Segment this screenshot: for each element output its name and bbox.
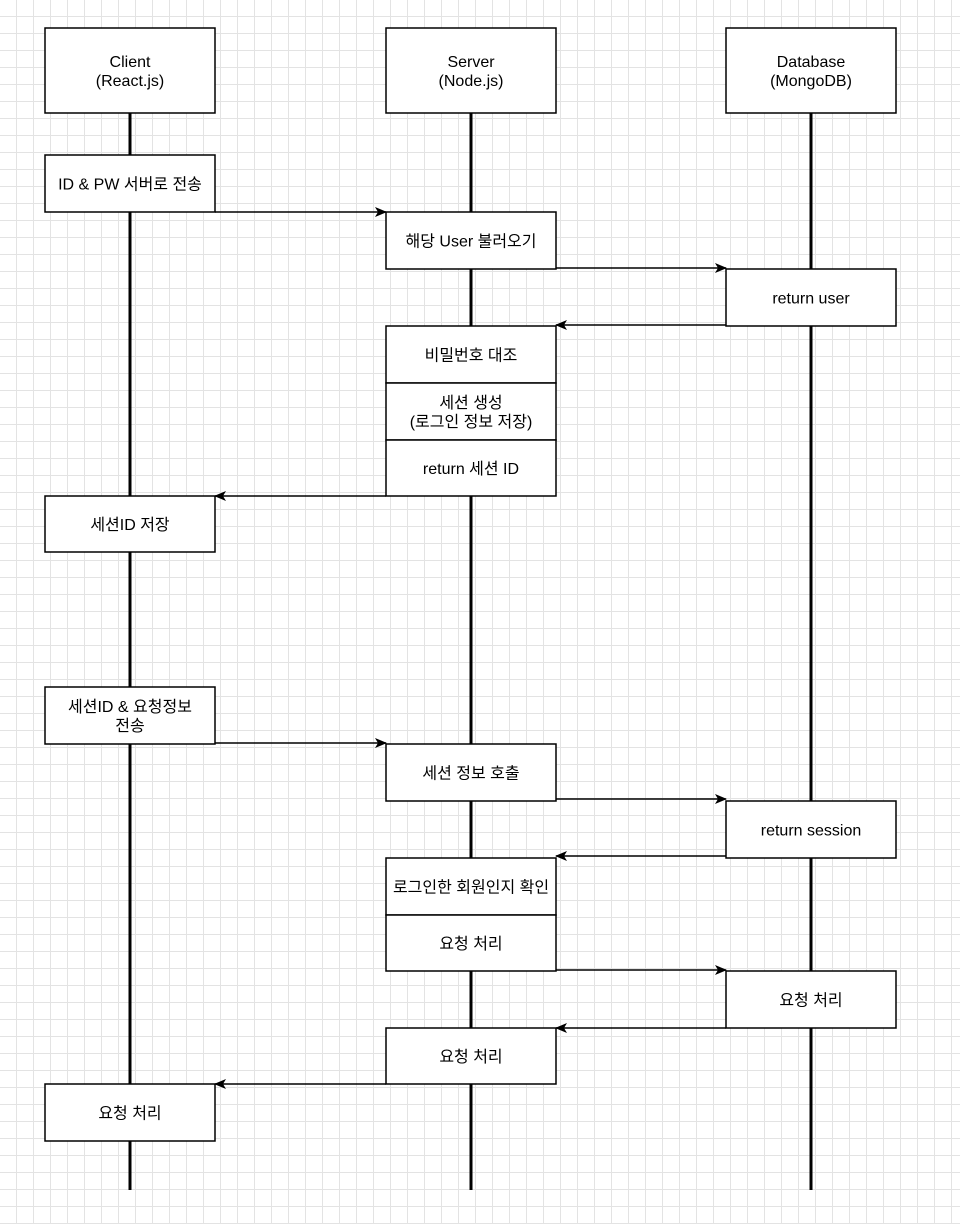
- step-server-label: 세션 정보 호출: [422, 765, 519, 783]
- step-database-label: return user: [772, 291, 850, 308]
- participant-server-label: (Node.js): [439, 73, 504, 90]
- participant-database: Database (MongoDB): [725, 27, 897, 114]
- participant-server-rect: [385, 27, 557, 114]
- step-server: 세션 정보 호출: [385, 743, 557, 802]
- step-server-rect: [385, 743, 557, 802]
- participant-database-label: (MongoDB): [770, 73, 852, 90]
- participant-client: Client (React.js): [44, 27, 216, 114]
- participant-server-label: Server: [447, 54, 495, 71]
- participant-client-rect: [44, 27, 216, 114]
- step-database-rect: [725, 970, 897, 1029]
- step-database-rect: [725, 268, 897, 327]
- step-client-rect: [44, 495, 216, 553]
- step-server-rect: [385, 439, 557, 497]
- step-client-label: 전송: [115, 717, 144, 735]
- participant-client-label: (React.js): [96, 73, 164, 90]
- step-client-rect: [44, 1083, 216, 1142]
- step-server-label: 비밀번호 대조: [425, 347, 518, 365]
- participant-server: Server (Node.js): [385, 27, 557, 114]
- participant-database-label: Database: [777, 54, 846, 71]
- step-database: return user: [725, 268, 897, 327]
- step-server-label: (로그인 정보 저장): [410, 413, 533, 431]
- step-server-label: 요청 처리: [439, 1048, 502, 1066]
- step-database: return session: [725, 800, 897, 859]
- step-server-rect: [385, 211, 557, 270]
- step-client: 요청 처리: [44, 1083, 216, 1142]
- step-client-rect: [44, 154, 216, 213]
- participant-client-label: Client: [110, 54, 151, 71]
- step-client: 세션ID 저장: [44, 495, 216, 553]
- step-client-label: 세션ID & 요청정보: [68, 698, 192, 716]
- participant-database-rect: [725, 27, 897, 114]
- step-client: ID & PW 서버로 전송: [44, 154, 216, 213]
- step-server: 요청 처리: [385, 914, 557, 972]
- step-database-label: return session: [761, 823, 862, 840]
- step-server-label: 세션 생성: [439, 394, 502, 412]
- step-server-label: 요청 처리: [439, 935, 502, 953]
- step-server-label: 해당 User 불러오기: [406, 233, 537, 251]
- step-database-rect: [725, 800, 897, 859]
- step-server-rect: [385, 382, 557, 441]
- step-server: 해당 User 불러오기: [385, 211, 557, 270]
- step-server: return 세션 ID: [385, 439, 557, 497]
- step-database-label: 요청 처리: [779, 992, 842, 1010]
- step-server-rect: [385, 1027, 557, 1085]
- step-client-label: 요청 처리: [98, 1105, 161, 1123]
- step-server-rect: [385, 325, 557, 384]
- step-database: 요청 처리: [725, 970, 897, 1029]
- step-server: 요청 처리: [385, 1027, 557, 1085]
- step-server: 세션 생성(로그인 정보 저장): [385, 382, 557, 441]
- step-server-rect: [385, 857, 557, 916]
- step-client-label: ID & PW 서버로 전송: [58, 176, 202, 194]
- step-client-rect: [44, 686, 216, 745]
- step-server: 비밀번호 대조: [385, 325, 557, 384]
- step-server-label: return 세션 ID: [423, 460, 519, 478]
- step-server-rect: [385, 914, 557, 972]
- step-client-label: 세션ID 저장: [90, 516, 170, 534]
- step-server-label: 로그인한 회원인지 확인: [393, 879, 549, 897]
- step-server: 로그인한 회원인지 확인: [385, 857, 557, 916]
